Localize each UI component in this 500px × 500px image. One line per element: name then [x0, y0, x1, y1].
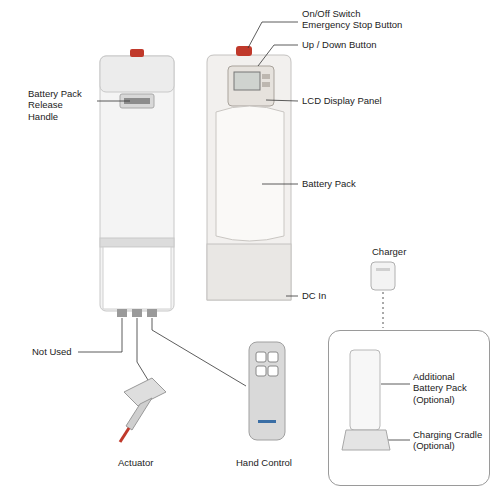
leader-line: [97, 101, 130, 102]
part-label: Not Used: [32, 346, 92, 357]
housing: [100, 56, 174, 311]
leader-line: [286, 296, 298, 297]
part-label: Up / Down Button: [302, 39, 412, 50]
actuator-tube: [126, 398, 152, 430]
part-label: Battery Pack Release Handle: [28, 88, 94, 122]
brand-mark: [258, 420, 276, 423]
port: [132, 309, 142, 317]
leader-line: [262, 184, 298, 185]
leader-lines: [78, 22, 410, 440]
battery-pack: [216, 106, 284, 241]
stop-button: [236, 46, 252, 56]
callout-text: Charging Cradle (Optional): [413, 429, 485, 452]
lower-section: [103, 247, 171, 309]
actuator: [120, 378, 166, 442]
control-box-rear: [100, 49, 174, 317]
up-button: [262, 74, 270, 79]
stop-button: [130, 49, 144, 57]
hand-control-body: [249, 342, 285, 440]
part-label: LCD Display Panel: [302, 95, 412, 106]
leader-line: [266, 100, 298, 101]
leader-line: [258, 45, 298, 66]
cable-line: [152, 318, 246, 386]
leader-line: [78, 318, 122, 352]
spare-battery: [350, 350, 380, 430]
hand-control-button: [268, 366, 278, 376]
actuator-rod: [120, 428, 129, 442]
part-label: Battery Pack: [302, 178, 392, 189]
part-label: On/Off Switch Emergency Stop Button: [302, 8, 406, 31]
lcd-screen: [234, 72, 260, 90]
leader-line: [386, 440, 410, 441]
charger: [371, 262, 395, 290]
part-label: Hand Control: [236, 457, 316, 468]
cable-line: [137, 318, 148, 380]
leader-line: [381, 384, 410, 385]
hand-control-button: [256, 352, 266, 362]
hand-control-button: [268, 352, 278, 362]
hand-control-button: [256, 366, 266, 376]
part-label: DC In: [302, 290, 362, 301]
leader-line: [248, 22, 298, 48]
control-box-front: [207, 46, 291, 300]
callout-text: Additional Battery Pack (Optional): [413, 371, 485, 405]
charging-cradle: [342, 430, 390, 450]
dotted-link: [383, 292, 384, 328]
part-label: Actuator: [118, 457, 188, 468]
housing: [207, 55, 291, 300]
port: [147, 309, 157, 317]
top-cap: [100, 56, 174, 92]
callout-box: Additional Battery Pack (Optional) Chargi…: [328, 330, 490, 486]
charger-body: [371, 262, 395, 290]
spare-battery-cradle: [342, 350, 390, 450]
part-label: Charger: [372, 246, 432, 257]
lower-section: [207, 244, 291, 300]
band: [100, 238, 174, 247]
charger-detail: [376, 268, 390, 271]
port: [117, 309, 127, 317]
down-button: [262, 82, 270, 87]
hand-control: [249, 342, 285, 440]
